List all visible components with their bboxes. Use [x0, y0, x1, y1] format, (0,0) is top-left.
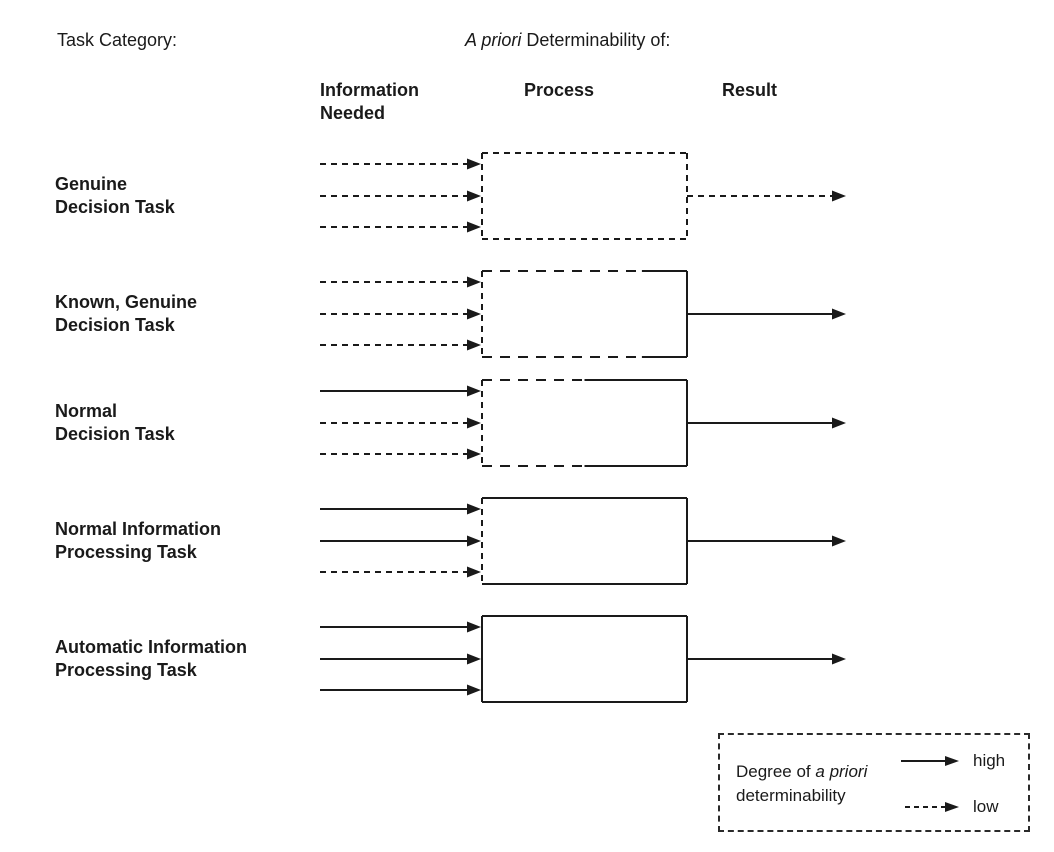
legend-box: Degree of a priori determinability high … — [718, 733, 1030, 832]
arrowhead-icon — [467, 276, 481, 288]
task-row-1-diagram — [320, 152, 846, 240]
arrowhead-icon — [467, 653, 481, 665]
arrowhead-icon — [832, 653, 846, 665]
task-category-label-line: Normal Information — [55, 519, 222, 539]
arrowhead-icon — [467, 385, 481, 397]
legend-high-label: high — [973, 751, 1006, 770]
arrowhead-icon — [467, 190, 481, 202]
arrowhead-icon — [467, 535, 481, 547]
task-category-label-line: Processing Task — [55, 660, 197, 680]
task-row-5-diagram — [320, 615, 846, 703]
column-header-information-needed: Information Needed — [320, 79, 419, 125]
column-header-information-line2: Needed — [320, 103, 386, 123]
arrowhead-icon — [832, 190, 846, 202]
task-category-label-line: Processing Task — [55, 542, 197, 562]
determinability-heading-italic: A priori — [465, 30, 522, 50]
task-category-label-line: Decision Task — [55, 197, 175, 217]
task-category-label-line: Genuine — [55, 174, 128, 194]
task-category-label-line: Decision Task — [55, 315, 175, 335]
arrowhead-icon — [467, 621, 481, 633]
task-category-label-line: Normal — [55, 401, 118, 421]
legend-caption: Degree of a priori determinability — [736, 760, 867, 808]
arrowhead-icon — [467, 221, 481, 233]
low-arrow-icon — [905, 802, 959, 812]
task-category-heading: Task Category: — [57, 30, 178, 50]
column-header-result: Result — [722, 80, 778, 100]
arrowhead-icon — [467, 417, 481, 429]
task-row-3-diagram — [320, 379, 846, 467]
legend-caption-line1-regular: Degree of — [736, 762, 816, 781]
legend-entry-low: low — [901, 797, 999, 817]
arrowhead-icon — [832, 535, 846, 547]
task-category-label-line: Decision Task — [55, 424, 175, 444]
legend-caption-line2: determinability — [736, 786, 846, 805]
arrowhead-icon — [832, 417, 846, 429]
arrowhead-icon — [467, 308, 481, 320]
arrowhead-icon — [832, 308, 846, 320]
task-row-4-diagram — [320, 497, 846, 585]
legend-entry-high: high — [901, 751, 1005, 771]
arrowhead-icon — [467, 448, 481, 460]
arrowhead-icon — [467, 339, 481, 351]
legend-caption-line1-italic: a priori — [815, 762, 868, 781]
high-arrow-icon — [901, 756, 959, 766]
legend-caption-line1: Degree of a priori — [736, 760, 867, 784]
task-row-2-diagram — [320, 270, 846, 358]
task-category-label-line: Known, Genuine — [55, 292, 197, 312]
arrowhead-icon — [467, 684, 481, 696]
arrowhead-icon — [467, 503, 481, 515]
legend-low-label: low — [973, 797, 999, 816]
task-category-label-line: Automatic Information — [55, 637, 247, 657]
determinability-heading-rest: Determinability of: — [521, 30, 671, 50]
arrowhead-icon — [467, 158, 481, 170]
column-header-information-line1: Information — [320, 80, 419, 100]
determinability-heading: A priori Determinability of: — [465, 30, 670, 51]
arrowhead-icon — [467, 566, 481, 578]
column-header-process: Process — [524, 80, 595, 100]
